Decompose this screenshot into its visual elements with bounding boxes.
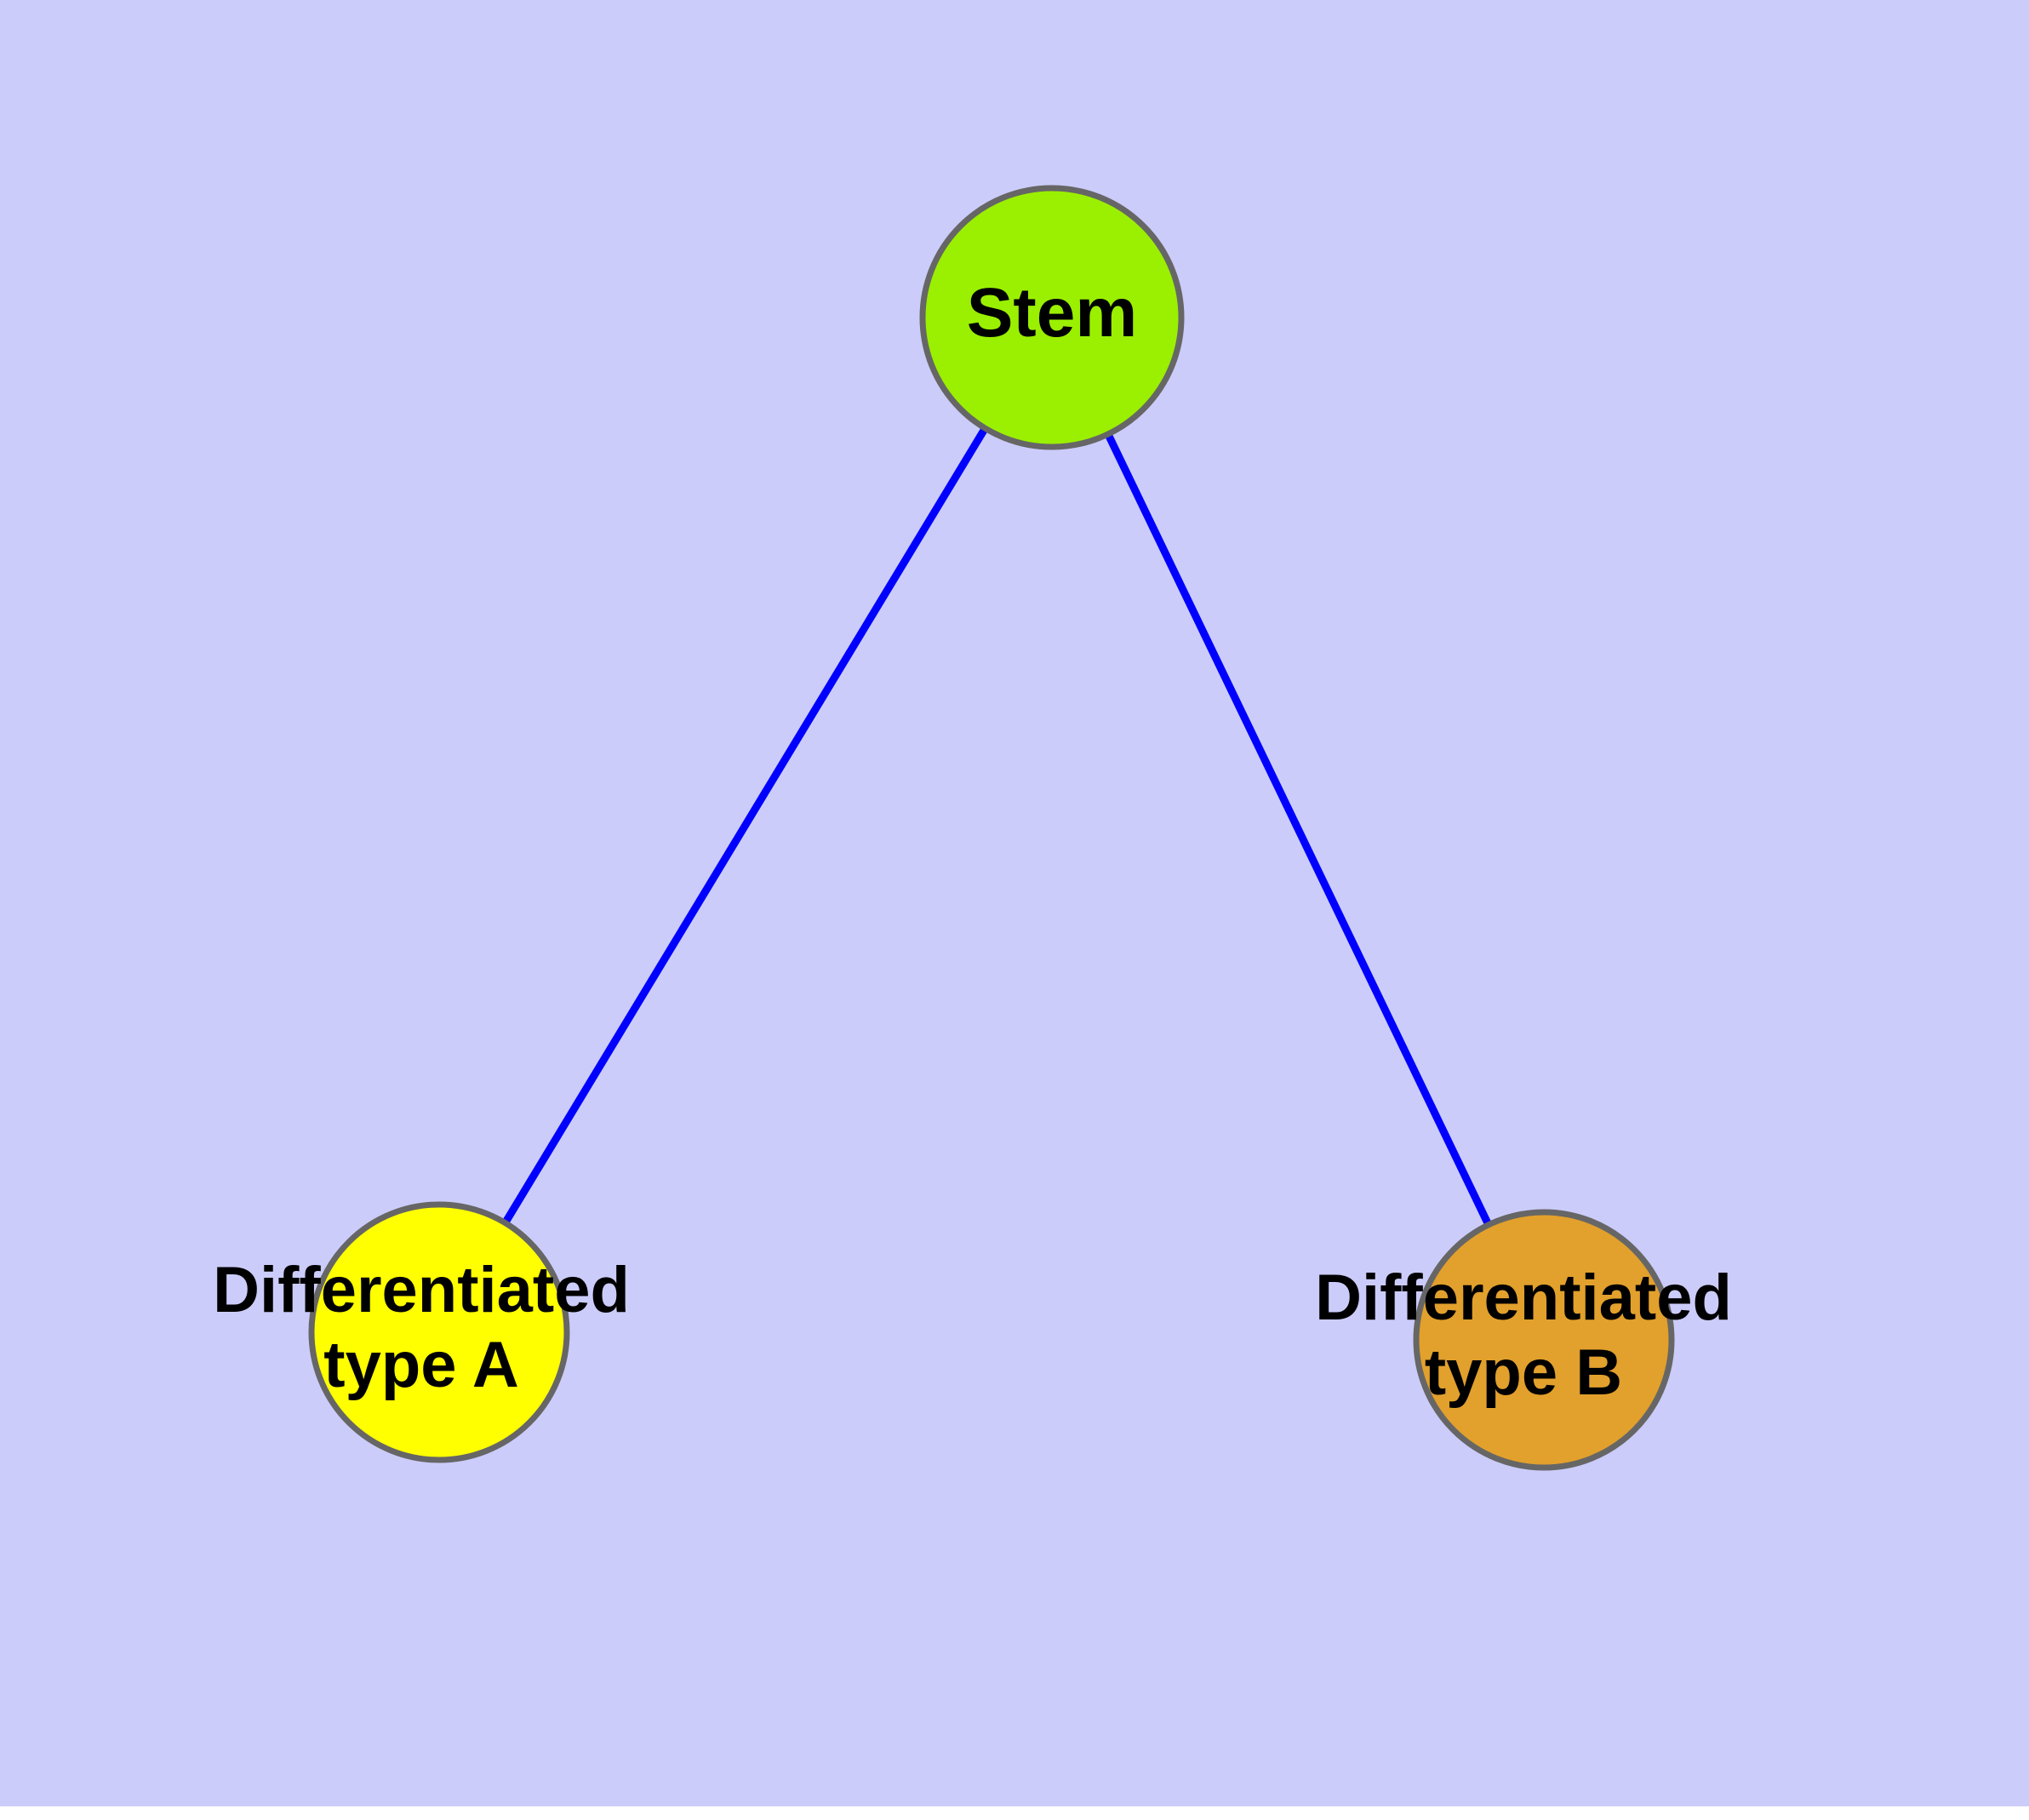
edge-layer — [500, 425, 1493, 1228]
graph-node-label-stem: Stem — [967, 274, 1138, 352]
node-label-line: type A — [323, 1329, 518, 1401]
node-label-line: Stem — [967, 274, 1138, 352]
graph-node-diff_b[interactable] — [1413, 1209, 1675, 1471]
graph-node-diff_a[interactable] — [308, 1201, 570, 1463]
graph-node-stem[interactable] — [919, 185, 1185, 450]
graph-edge-stem-to-a — [500, 425, 990, 1227]
node-label-line: type B — [1425, 1336, 1622, 1409]
graph-edge-stem-to-b — [1103, 431, 1493, 1228]
node-layer — [308, 185, 1675, 1471]
node-label-line: Differentiated — [1315, 1262, 1732, 1334]
node-label-line: Differentiated — [213, 1254, 630, 1326]
